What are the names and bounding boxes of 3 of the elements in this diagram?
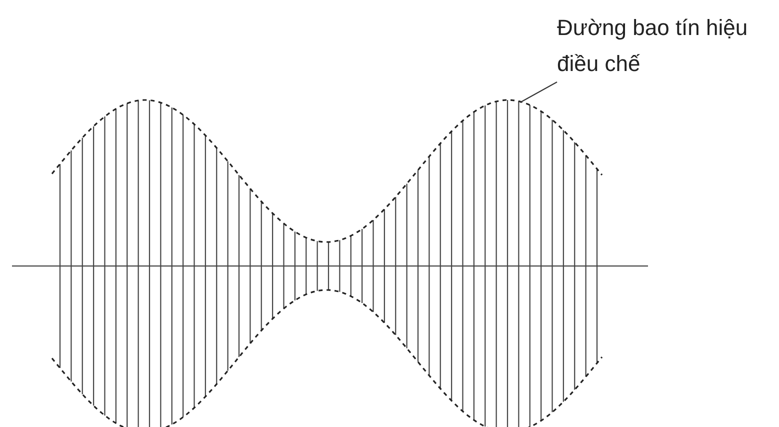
callout-label: Đường bao tín hiệu điều chế xyxy=(557,10,757,82)
envelope-curve xyxy=(51,99,603,243)
leader-line xyxy=(520,82,558,103)
